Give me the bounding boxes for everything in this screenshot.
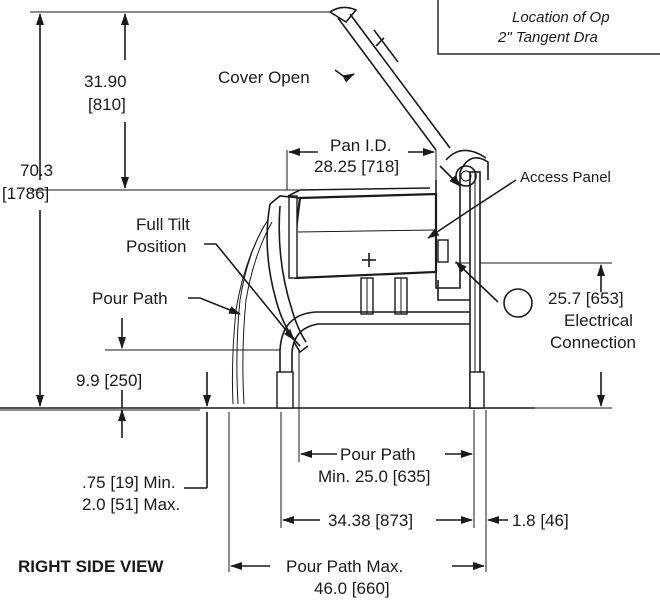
note-line-1: Location of Op (512, 9, 610, 26)
label-pour-min-1: Pour Path (340, 445, 416, 464)
label-pour-max-2: 46.0 [660] (314, 579, 390, 598)
label-full-tilt-2: Position (126, 237, 186, 256)
label-pour-path: Pour Path (92, 289, 168, 308)
note-box: Location of Op 2" Tangent Dra (437, 0, 660, 55)
label-leg-span: 34.38 [873] (328, 511, 413, 530)
label-offset: 1.8 [46] (512, 511, 569, 530)
label-electrical-2: Electrical (564, 311, 633, 330)
label-pan-id-title: Pan I.D. (330, 136, 391, 155)
view-title: RIGHT SIDE VIEW (18, 557, 164, 576)
label-pour-height: 9.9 [250] (76, 371, 142, 390)
label-height-total-1: 70.3 (20, 161, 53, 180)
label-pour-min-2: Min. 25.0 [635] (318, 467, 430, 486)
label-clearance-2: 2.0 [51] Max. (82, 495, 180, 514)
label-pan-id-value: 28.25 [718] (314, 157, 399, 176)
label-cover-open: Cover Open (218, 68, 310, 87)
label-full-tilt-1: Full Tilt (136, 215, 190, 234)
label-height-total-2: [1786] (2, 184, 49, 203)
label-electrical-3: Connection (550, 333, 636, 352)
braising-pan (231, 6, 489, 409)
label-access-panel: Access Panel (520, 169, 611, 186)
label-cover-height-2: [810] (88, 95, 126, 114)
note-line-2: 2" Tangent Dra (497, 29, 598, 46)
label-clearance-1: .75 [19] Min. (82, 473, 176, 492)
label-electrical-1: 25.7 [653] (548, 289, 624, 308)
dim-clearance (184, 372, 211, 489)
label-cover-height-1: 31.90 (84, 72, 127, 91)
electrical-connection-symbol (503, 288, 533, 318)
label-pour-max-1: Pour Path Max. (286, 557, 403, 576)
leader-lines (188, 69, 517, 341)
